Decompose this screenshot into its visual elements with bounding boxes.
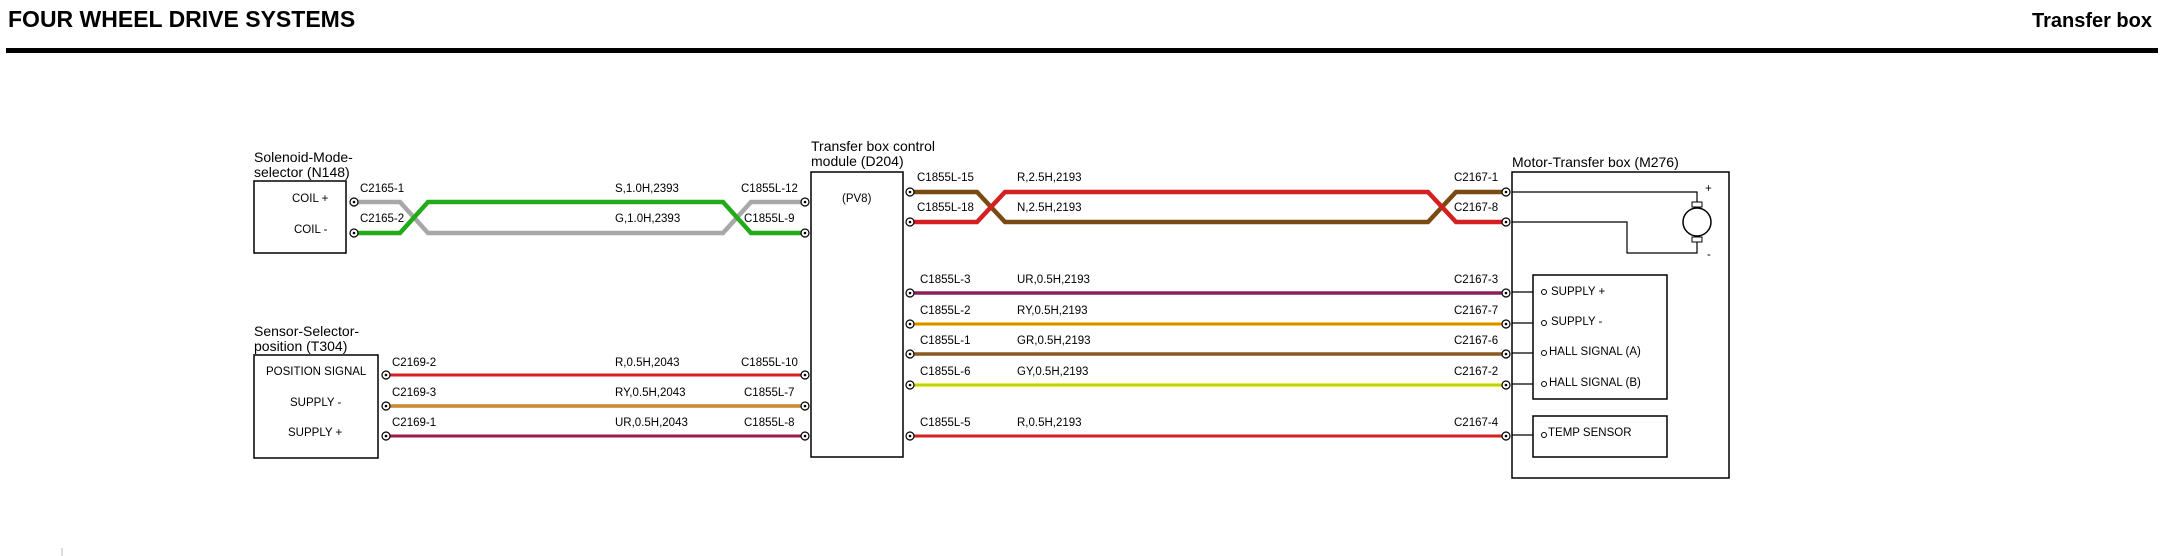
- motor-internal-wire-minus: [1512, 221, 1698, 254]
- motor-pin-hall-a: HALL SIGNAL (A): [1549, 346, 1641, 358]
- solenoid-component[interactable]: Solenoid-Mode- selector (N148) COIL + CO…: [253, 149, 353, 254]
- page-title: FOUR WHEEL DRIVE SYSTEMS: [8, 6, 356, 32]
- wire-c2169-2[interactable]: C2169-2 R,0.5H,2043 C1855L-10: [384, 357, 805, 377]
- motor-pin-temp-sensor: TEMP SENSOR: [1548, 427, 1632, 439]
- wire-left-label: C2169-2: [392, 357, 436, 369]
- wire-right-label: C2167-2: [1454, 366, 1498, 378]
- terminal-dot: [1541, 350, 1547, 356]
- module-code: (PV8): [842, 193, 872, 205]
- terminal-dot: [1541, 381, 1547, 387]
- connector-terminals: [349, 187, 1511, 441]
- wire-right-label: C2167-1: [1454, 172, 1498, 184]
- motor-component[interactable]: Motor-Transfer box (M276) SUPPLY + SUPPL…: [1511, 154, 1730, 479]
- wire-spec-label: G,1.0H,2393: [615, 213, 680, 225]
- terminal-dots: [352, 190, 1508, 438]
- motor-minus-sign: -: [1707, 249, 1711, 261]
- wire-spec-label: RY,0.5H,2043: [615, 387, 686, 399]
- wire-c1855l-18[interactable]: C1855L-18 N,2.5H,2193 C2167-8: [917, 202, 1498, 214]
- motor-internal-wire-plus: [1512, 191, 1698, 207]
- solenoid-box: [253, 180, 347, 254]
- sensor-pin-supply-plus: SUPPLY +: [288, 427, 343, 439]
- sensor-component[interactable]: Sensor-Selector- position (T304) POSITIO…: [253, 323, 379, 459]
- wire-right-label: C2167-3: [1454, 274, 1498, 286]
- module-name-line2: module (D204): [811, 153, 904, 169]
- sensor-name-line1: Sensor-Selector-: [254, 323, 359, 339]
- wire-c1855l-2[interactable]: C1855L-2 RY,0.5H,2193 C2167-7: [909, 305, 1506, 326]
- wire-spec-label: R,0.5H,2043: [615, 357, 680, 369]
- wire-line: [909, 189, 1506, 225]
- module-name-line1: Transfer box control: [811, 138, 935, 154]
- wire-line: [352, 199, 805, 236]
- wire-spec-label: R,2.5H,2193: [1017, 172, 1082, 184]
- wire-left-label: C1855L-18: [917, 202, 974, 214]
- sensor-name-line2: position (T304): [254, 338, 347, 354]
- module-box: [810, 171, 904, 458]
- wire-right-label: C1855L-8: [744, 417, 795, 429]
- motor-brush-top: [1691, 201, 1703, 208]
- solenoid-name-line2: selector (N148): [254, 164, 350, 180]
- wire-spec-label: S,1.0H,2393: [615, 183, 679, 195]
- wire-right-label: C1855L-12: [741, 183, 798, 195]
- wire-right-label: C1855L-9: [744, 213, 795, 225]
- sensor-box: [253, 354, 379, 459]
- wire-c2165-2[interactable]: C2165-2 G,1.0H,2393 C1855L-9: [360, 213, 795, 225]
- wire-right-label: C1855L-10: [741, 357, 798, 369]
- wire-c2169-1[interactable]: C2169-1 UR,0.5H,2043 C1855L-8: [384, 417, 805, 438]
- wire-left-label: C2165-2: [360, 213, 404, 225]
- wire-right-label: C1855L-7: [744, 387, 795, 399]
- wire-spec-label: N,2.5H,2193: [1017, 202, 1082, 214]
- wire-left-label: C1855L-2: [920, 305, 971, 317]
- solenoid-name-line1: Solenoid-Mode-: [254, 149, 353, 165]
- wire-right-label: C2167-8: [1454, 202, 1498, 214]
- wire-spec-label: UR,0.5H,2043: [615, 417, 688, 429]
- wire-left-label: C1855L-3: [920, 274, 971, 286]
- control-module-component[interactable]: Transfer box control module (D204) (PV8): [810, 138, 935, 458]
- motor-brush-bottom: [1691, 236, 1703, 243]
- wire-left-label: C1855L-6: [920, 366, 971, 378]
- page-subtitle: Transfer box: [2031, 10, 2152, 32]
- motor-name: Motor-Transfer box (M276): [1512, 154, 1679, 170]
- wire-line: [352, 199, 805, 236]
- wire-left-label: C2169-1: [392, 417, 436, 429]
- sensor-pin-supply-minus: SUPPLY -: [290, 397, 342, 409]
- header-rule: [6, 48, 2158, 53]
- wire-line: [909, 189, 1506, 225]
- motor-temp-box: [1532, 415, 1668, 458]
- wire-left-label: C1855L-1: [920, 335, 971, 347]
- motor-outer-box: [1511, 171, 1730, 479]
- terminal-dot: [1541, 289, 1547, 295]
- wire-right-label: C2167-7: [1454, 305, 1498, 317]
- wire-c1855l-5[interactable]: C1855L-5 R,0.5H,2193 C2167-4: [909, 417, 1506, 438]
- terminal-dot: [1541, 320, 1547, 326]
- wire-right-label: C2167-4: [1454, 417, 1499, 429]
- terminal-dot: [1541, 432, 1547, 438]
- wire-c1855l-1[interactable]: C1855L-1 GR,0.5H,2193 C2167-6: [909, 335, 1506, 356]
- wire-spec-label: RY,0.5H,2193: [1017, 305, 1088, 317]
- sensor-pin-position-signal: POSITION SIGNAL: [266, 366, 367, 378]
- wire-spec-label: GY,0.5H,2193: [1017, 366, 1088, 378]
- wire-spec-label: R,0.5H,2193: [1017, 417, 1082, 429]
- wire-c1855l-3[interactable]: C1855L-3 UR,0.5H,2193 C2167-3: [909, 274, 1506, 295]
- wire-left-label: C1855L-5: [920, 417, 971, 429]
- motor-pin-supply-minus: SUPPLY -: [1551, 316, 1603, 328]
- motor-icon: [1682, 207, 1712, 237]
- wire-spec-label: GR,0.5H,2193: [1017, 335, 1091, 347]
- wire-c2165-1[interactable]: C2165-1 S,1.0H,2393 C1855L-12: [352, 183, 805, 236]
- wire-c2169-3[interactable]: C2169-3 RY,0.5H,2043 C1855L-7: [384, 387, 805, 408]
- motor-plus-sign: +: [1705, 183, 1712, 195]
- wire-c1855l-15[interactable]: C1855L-15 R,2.5H,2193 C2167-1: [909, 172, 1506, 225]
- solenoid-pin-coil-plus: COIL +: [292, 193, 329, 205]
- motor-pin-supply-plus: SUPPLY +: [1551, 286, 1606, 298]
- motor-pin-hall-b: HALL SIGNAL (B): [1549, 377, 1641, 389]
- wire-left-label: C2169-3: [392, 387, 436, 399]
- solenoid-pin-coil-minus: COIL -: [294, 224, 328, 236]
- wire-spec-label: UR,0.5H,2193: [1017, 274, 1090, 286]
- motor-hall-box: [1532, 274, 1668, 400]
- wire-right-label: C2167-6: [1454, 335, 1498, 347]
- wire-left-label: C1855L-15: [917, 172, 974, 184]
- wire-c1855l-6[interactable]: C1855L-6 GY,0.5H,2193 C2167-2: [909, 366, 1506, 387]
- wire-left-label: C2165-1: [360, 183, 404, 195]
